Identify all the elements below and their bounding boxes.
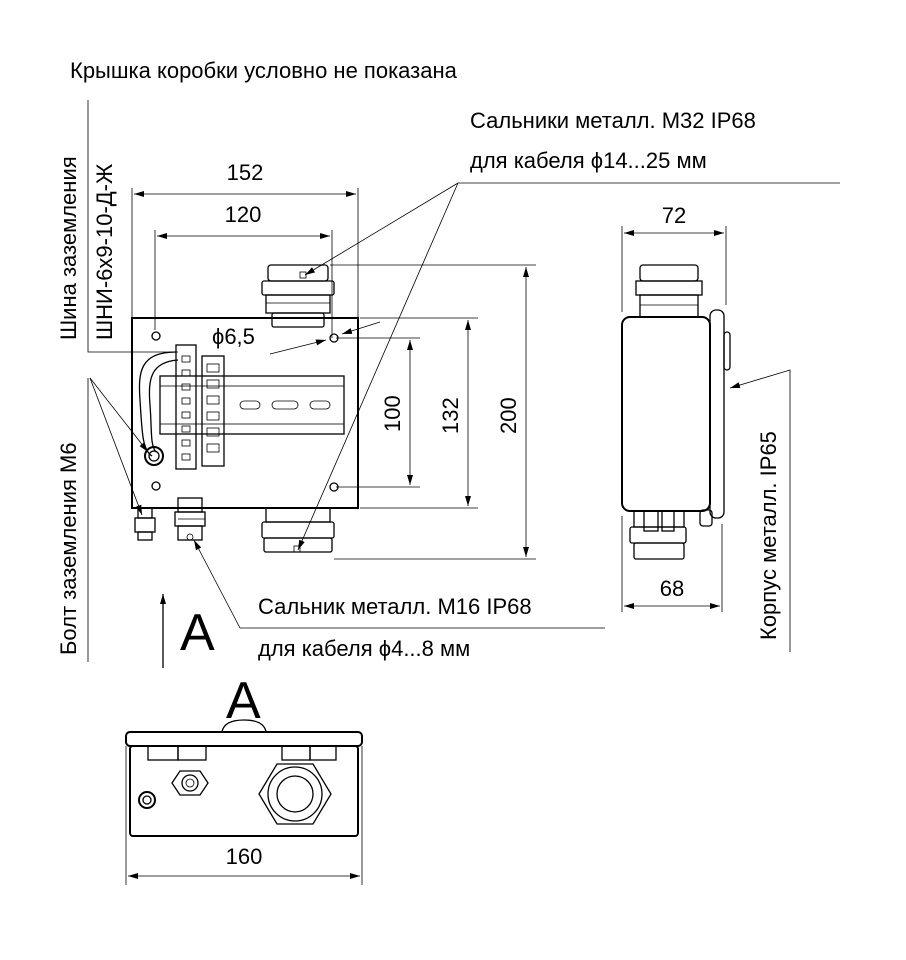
- hole-callout: ϕ6,5: [212, 321, 381, 355]
- header-note: Крышка коробки условно не показана: [70, 58, 458, 83]
- bolt-leader-a: [89, 377, 149, 453]
- dim-100: 100: [336, 337, 420, 488]
- box-outline: [131, 317, 359, 509]
- dim-120-text: 120: [225, 202, 262, 227]
- view-arrow-label: А: [180, 604, 215, 662]
- housing-label: Корпус металл. IP65: [756, 431, 781, 640]
- busbar-screws: [181, 355, 191, 461]
- top-gland: [261, 264, 335, 328]
- gland-large-label-2: для кабеля ϕ14...25 мм: [470, 148, 707, 173]
- view-arrow: А: [160, 594, 215, 668]
- external-ground-bolt: [134, 507, 156, 541]
- dim-68-text: 68: [660, 576, 684, 601]
- dim-68: 68: [621, 516, 723, 612]
- bolt-callout: Болт заземления М6: [56, 377, 149, 662]
- dim-160-text: 160: [226, 844, 263, 869]
- view-a-small-gland: [171, 770, 209, 796]
- busbar-callout: Шина заземления ШНИ-6х9-10-Д-Ж: [56, 100, 178, 353]
- dim-120: 120: [154, 202, 333, 338]
- busbar-leader: [87, 100, 178, 353]
- side-body: [621, 316, 711, 512]
- busbar-label-1: Шина заземления: [56, 156, 81, 340]
- internal-ground-bolt: [144, 446, 164, 466]
- housing-callout: Корпус металл. IP65: [729, 369, 791, 652]
- view-a-large-gland: [258, 763, 332, 825]
- dim-132-text: 132: [438, 397, 463, 434]
- din-rail: [159, 375, 345, 435]
- bolt-label: Болт заземления М6: [56, 442, 81, 655]
- dim-200-text: 200: [496, 397, 521, 434]
- gland-large-leader-b: [297, 182, 459, 551]
- view-a-ground-bolt: [138, 791, 156, 809]
- dim-132: 132: [360, 317, 478, 509]
- terminal-block: [201, 355, 225, 467]
- gland-large-leader-a: [304, 182, 459, 276]
- bottom-gland: [261, 507, 335, 553]
- busbar-label-2: ШНИ-6х9-10-Д-Ж: [92, 163, 117, 340]
- mount-hole: [151, 331, 161, 341]
- gland-small-label-2: для кабеля ϕ4...8 мм: [258, 636, 470, 661]
- side-lid: [709, 309, 725, 519]
- terminal-screws: [206, 363, 220, 453]
- small-gland-front: [174, 497, 206, 541]
- dim-152: 152: [131, 160, 359, 330]
- dim-72: 72: [621, 203, 727, 312]
- gland-small-callout: Сальник металл. М16 IP68 для кабеля ϕ4..…: [193, 539, 605, 661]
- hole-label: ϕ6,5: [212, 324, 255, 349]
- gland-small-label-1: Сальник металл. М16 IP68: [258, 594, 532, 619]
- gland-large-label-1: Сальники металл. М32 IP68: [470, 108, 756, 133]
- grounding-busbar: [175, 344, 197, 470]
- bolt-leader-b: [89, 377, 143, 516]
- ground-wire: [138, 351, 177, 457]
- dim-72-text: 72: [662, 203, 686, 228]
- gland-large-callout: Сальники металл. М32 IP68 для кабеля ϕ14…: [297, 108, 840, 551]
- mount-hole: [151, 481, 161, 491]
- view-a-body: [129, 745, 359, 837]
- view-a-lid: [125, 731, 363, 747]
- side-view: [621, 264, 731, 560]
- dim-160: 160: [125, 746, 363, 885]
- dim-152-text: 152: [227, 160, 264, 185]
- view-a: А: [125, 672, 363, 837]
- dim-100-text: 100: [380, 395, 405, 432]
- dim-200: 200: [330, 264, 536, 560]
- front-view-box: [131, 317, 359, 509]
